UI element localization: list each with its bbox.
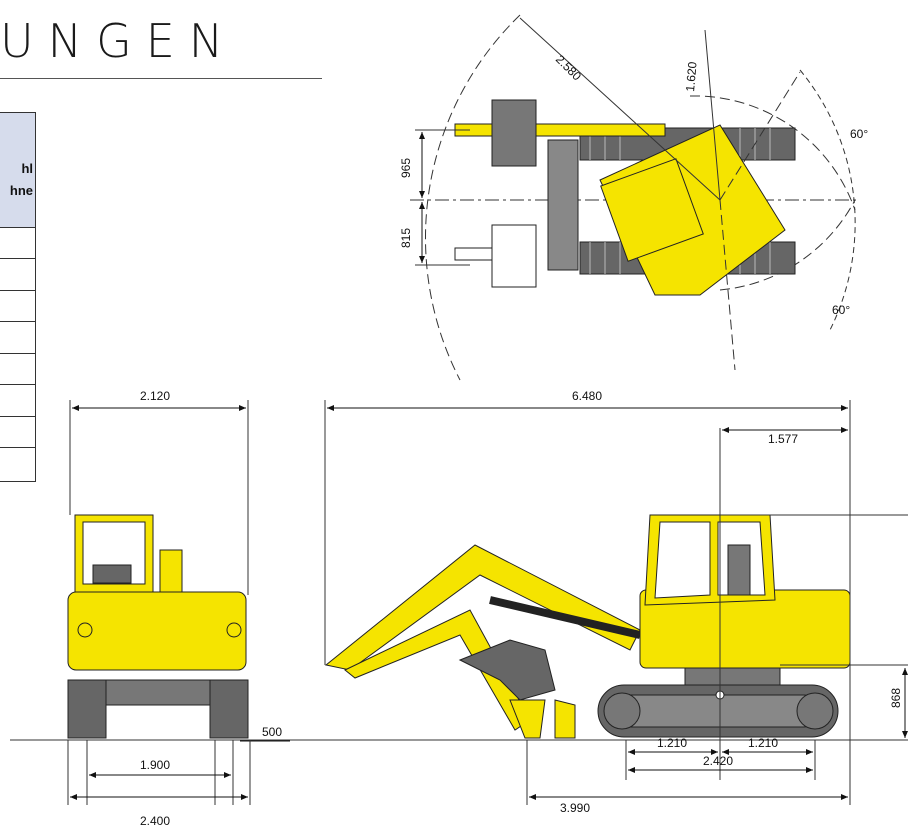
dim-2120: 2.120 bbox=[140, 389, 170, 403]
dim-6480: 6.480 bbox=[572, 389, 602, 403]
track-front-left bbox=[67, 679, 107, 739]
top-view: 965 815 2.580 1.620 60° 60° bbox=[399, 14, 868, 381]
dim-3990: 3.990 bbox=[560, 801, 590, 815]
dim-1210-left: 1.210 bbox=[657, 736, 687, 750]
table-header-line2: hne bbox=[9, 183, 33, 198]
page-title: UNGEN bbox=[0, 14, 238, 68]
table-row bbox=[0, 384, 35, 385]
swing-arc-outer bbox=[425, 14, 521, 381]
dim-815: 815 bbox=[399, 228, 413, 248]
swing-arc-inner bbox=[689, 95, 856, 211]
dim-868: 868 bbox=[889, 688, 903, 708]
dim-2400: 2.400 bbox=[140, 814, 170, 828]
dim-1620: 1.620 bbox=[683, 61, 700, 92]
front-view: 2.120 500 1.900 2.400 bbox=[67, 389, 290, 828]
undercarriage-front bbox=[104, 679, 211, 706]
dozer-blade-top bbox=[547, 139, 579, 271]
dim-2580: 2.580 bbox=[553, 52, 584, 83]
title-underline bbox=[0, 78, 322, 79]
boom-top bbox=[454, 123, 666, 137]
cab-top bbox=[600, 158, 704, 262]
dozer-blade-side bbox=[554, 699, 576, 739]
bucket-top-ghost bbox=[491, 224, 537, 288]
table-row bbox=[0, 290, 35, 291]
dim-2420: 2.420 bbox=[703, 754, 733, 768]
seat-side bbox=[727, 544, 751, 596]
dim-1210-right: 1.210 bbox=[748, 736, 778, 750]
bucket-top bbox=[491, 99, 537, 167]
angle-upper: 60° bbox=[850, 127, 868, 141]
arm-side bbox=[344, 609, 531, 731]
spec-table: hl hne bbox=[0, 112, 36, 482]
dim-1577: 1.577 bbox=[768, 432, 798, 446]
table-row bbox=[0, 416, 35, 417]
seat-front bbox=[92, 564, 132, 584]
dim-965: 965 bbox=[399, 158, 413, 178]
dim-500: 500 bbox=[262, 725, 282, 739]
table-header: hl hne bbox=[0, 113, 35, 228]
angle-lower: 60° bbox=[832, 303, 850, 317]
track-front-right bbox=[209, 679, 249, 739]
table-row bbox=[0, 321, 35, 322]
body-front bbox=[67, 591, 247, 671]
table-row bbox=[0, 447, 35, 448]
table-header-line1: hl bbox=[21, 161, 33, 176]
table-row bbox=[0, 353, 35, 354]
side-view: 6.480 1.577 868 1.210 1.210 2.420 3.990 bbox=[324, 389, 908, 815]
table-row bbox=[0, 258, 35, 259]
bucket-side bbox=[458, 639, 556, 701]
dim-1900: 1.900 bbox=[140, 758, 170, 772]
swing-arc-lower bbox=[719, 199, 856, 291]
